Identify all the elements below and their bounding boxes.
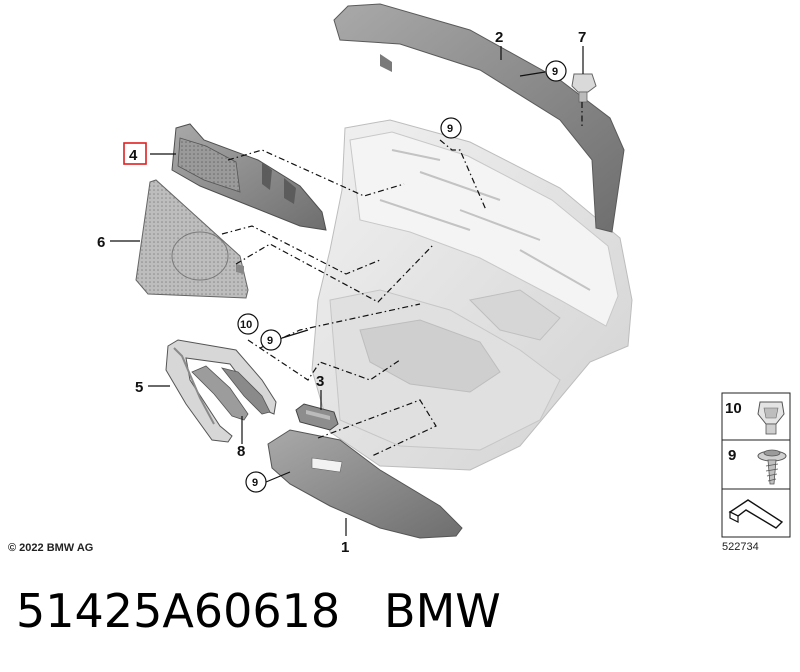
svg-text:10: 10 xyxy=(240,319,252,331)
part-caption: 51425A60618 BMW xyxy=(16,584,501,638)
callout-10: 10 xyxy=(237,313,259,335)
svg-text:9: 9 xyxy=(267,335,273,347)
svg-text:9: 9 xyxy=(447,123,453,135)
part-number: 51425A60618 xyxy=(16,584,341,638)
callout-9-top-right: 9 xyxy=(545,60,567,82)
caption-gap xyxy=(340,584,384,638)
callout-7: 7 xyxy=(578,29,586,46)
part-8-handle-trim xyxy=(191,365,271,421)
callout-8: 8 xyxy=(237,443,245,460)
callout-3: 3 xyxy=(316,373,324,390)
callout-9-handle: 9 xyxy=(260,329,282,351)
diagram-reference-number: 522734 xyxy=(722,541,759,553)
part-6-speaker-grille xyxy=(135,179,249,299)
callout-4: 4 xyxy=(129,147,138,164)
part-2-upper-trim xyxy=(333,3,625,233)
brand-name: BMW xyxy=(384,584,501,638)
callout-5: 5 xyxy=(135,379,143,396)
bracket-symbol-icon xyxy=(728,499,784,529)
parts-diagram: 4 6 5 2 7 3 8 1 9 9 10 9 9 xyxy=(97,3,791,556)
part-5-handle-surround xyxy=(165,339,277,443)
callout-1: 1 xyxy=(341,539,349,556)
svg-text:9: 9 xyxy=(252,477,258,489)
svg-text:9: 9 xyxy=(552,66,558,78)
callout-9-armrest: 9 xyxy=(245,471,267,493)
callout-6: 6 xyxy=(97,234,105,251)
callout-9-frame: 9 xyxy=(440,117,462,139)
copyright-notice: © 2022 BMW AG xyxy=(8,542,94,554)
assembly-lines xyxy=(221,102,583,457)
part-4-speaker-cover xyxy=(171,123,327,231)
part-7-clip xyxy=(571,73,597,103)
door-carrier-frame xyxy=(311,119,633,471)
leader-lines xyxy=(110,46,584,536)
legend-label-10: 10 xyxy=(725,400,742,417)
part-1-armrest-trim xyxy=(267,429,463,539)
part-4-highlight-box xyxy=(123,142,147,165)
part-3-switch xyxy=(295,403,339,431)
callout-2: 2 xyxy=(495,29,503,46)
screw-icon xyxy=(757,449,787,485)
legend-label-9: 9 xyxy=(728,447,736,464)
fastener-legend: 10 9 xyxy=(721,392,791,538)
callout-labels: 4 6 5 2 7 3 8 1 9 9 10 9 9 xyxy=(97,29,586,556)
clip-nut-icon xyxy=(757,401,785,435)
